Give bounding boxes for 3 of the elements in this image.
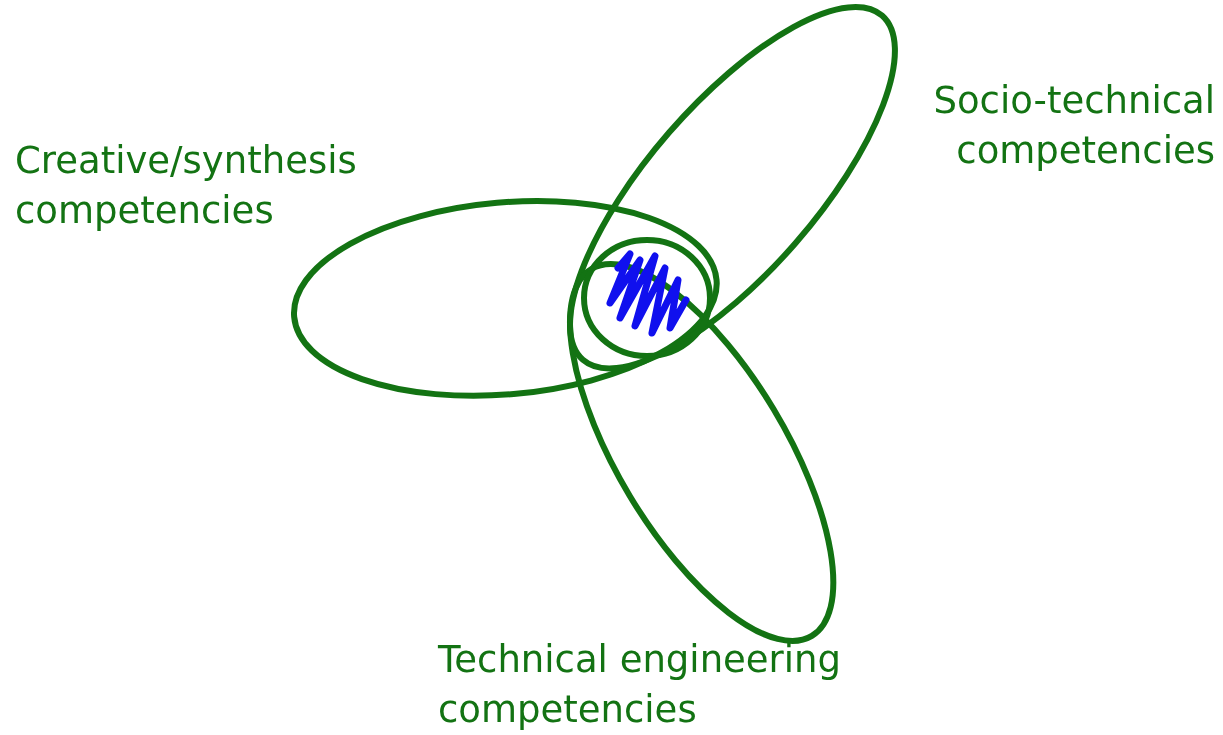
set-label: Creative/synthesis competencies <box>15 138 358 234</box>
set-label: Technical engineering competencies <box>438 637 843 733</box>
set-label: Socio-technical competencies <box>932 78 1215 174</box>
